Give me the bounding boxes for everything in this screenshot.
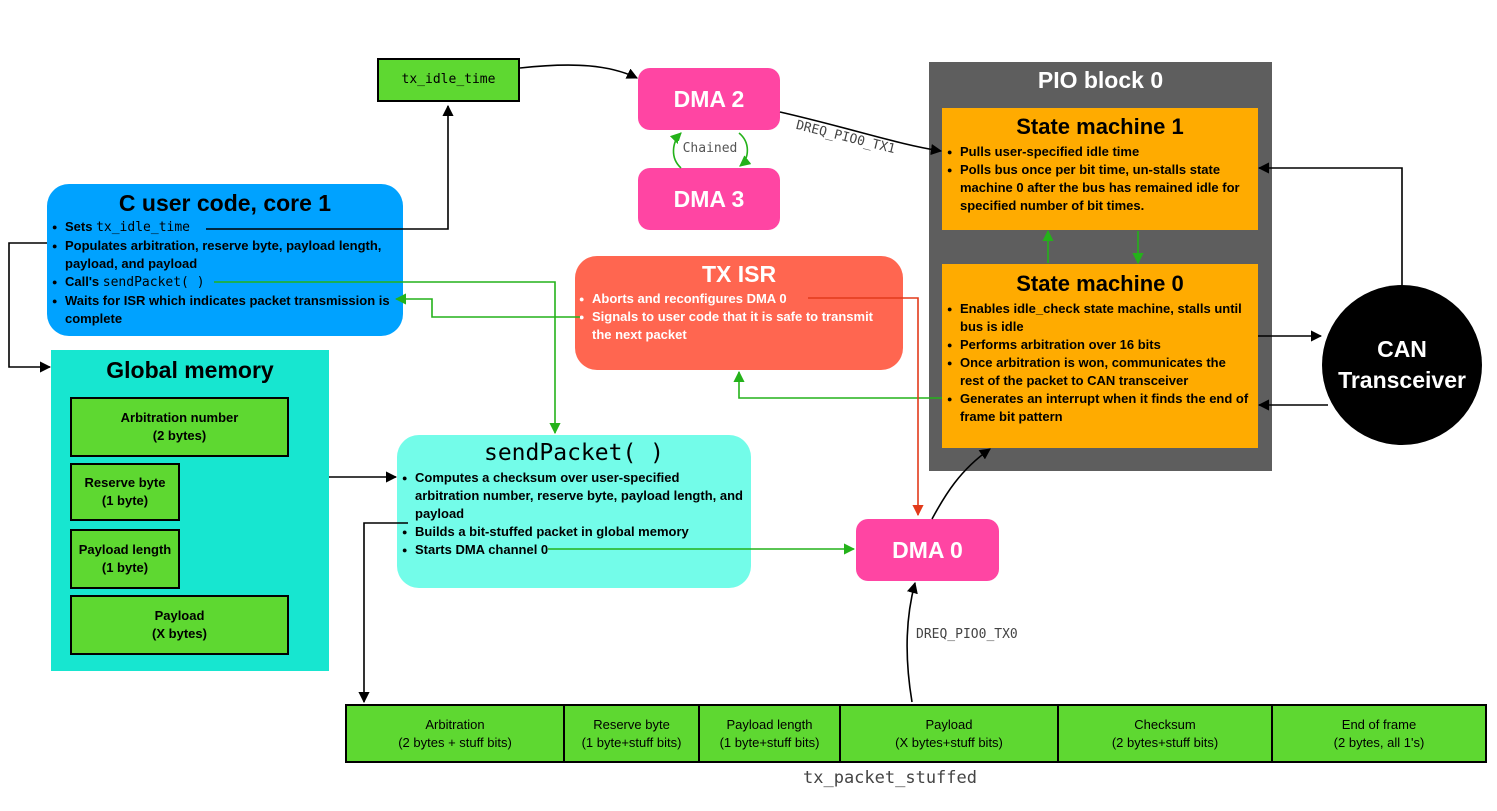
user-code-item: Waits for ISR which indicates packet tra… xyxy=(52,292,397,328)
dma3-box: DMA 3 xyxy=(638,168,780,230)
send-packet-item: Builds a bit-stuffed packet in global me… xyxy=(402,523,745,541)
can-label-line1: CAN xyxy=(1377,336,1427,362)
state-machine-1: State machine 1 Pulls user-specified idl… xyxy=(942,108,1258,230)
user-code-title: C user code, core 1 xyxy=(118,190,332,216)
field-line2: (1 byte+stuff bits) xyxy=(581,734,682,750)
tx-isr-item: Aborts and reconfigures DMA 0 xyxy=(579,290,895,308)
user-code-item: Populates arbitration, reserve byte, pay… xyxy=(52,237,397,273)
item-text: Sets xyxy=(65,219,97,234)
user-code-item: Call's sendPacket( ) xyxy=(52,273,397,292)
user-code-item: Sets tx_idle_time xyxy=(52,218,397,237)
item-code: sendPacket( ) xyxy=(102,275,205,290)
dma2-box: DMA 2 xyxy=(638,68,780,130)
memory-field-payload: Payload (X bytes) xyxy=(70,595,289,655)
sm0-item: Enables idle_check state machine, stalls… xyxy=(947,300,1250,336)
item-text: Call's xyxy=(65,274,103,289)
dma2-label: DMA 2 xyxy=(673,85,745,112)
state-machine-0-list: Enables idle_check state machine, stalls… xyxy=(947,300,1250,426)
packet-caption: tx_packet_stuffed xyxy=(803,768,977,788)
packet-field-checksum: Checksum (2 bytes+stuff bits) xyxy=(1059,706,1273,761)
send-packet-title: sendPacket( ) xyxy=(483,440,664,466)
field-line1: Payload length xyxy=(726,716,813,732)
field-line1: Payload length xyxy=(78,542,172,557)
arrow-user-to-memory xyxy=(8,242,52,373)
field-line1: End of frame xyxy=(1341,716,1417,732)
field-line1: Payload xyxy=(154,608,205,623)
memory-field-payload-length: Payload length (1 byte) xyxy=(70,529,180,589)
item-code: tx_idle_time xyxy=(96,220,190,235)
field-line1: Reserve byte xyxy=(593,716,670,732)
arrow-can-to-sm1 xyxy=(1257,162,1403,285)
can-transceiver: CAN Transceiver xyxy=(1322,285,1482,445)
field-line2: (1 byte+stuff bits) xyxy=(719,734,820,750)
sm1-item: Polls bus once per bit time, un-stalls s… xyxy=(947,161,1250,215)
tx-idle-time-box: tx_idle_time xyxy=(377,58,520,102)
dreq-tx1-label: DREQ_PIO0_TX1 xyxy=(794,118,897,158)
memory-field-arbitration: Arbitration number (2 bytes) xyxy=(70,397,289,457)
field-line1: Arbitration xyxy=(425,716,485,732)
field-line1: Reserve byte xyxy=(84,475,166,490)
pio-block-title: PIO block 0 xyxy=(1037,67,1164,93)
field-line2: (X bytes) xyxy=(152,626,207,641)
user-code-box: C user code, core 1 Sets tx_idle_time Po… xyxy=(47,184,403,336)
arrow-idle-to-dma2 xyxy=(519,64,639,79)
packet-field-arbitration: Arbitration (2 bytes + stuff bits) xyxy=(347,706,565,761)
sm0-item: Once arbitration is won, communicates th… xyxy=(947,354,1250,390)
send-packet-box: sendPacket( ) Computes a checksum over u… xyxy=(397,435,751,588)
arrow-packet-to-dma0 xyxy=(906,581,918,703)
sm0-item: Generates an interrupt when it finds the… xyxy=(947,390,1250,426)
user-code-list: Sets tx_idle_time Populates arbitration,… xyxy=(52,218,397,328)
state-machine-1-title: State machine 1 xyxy=(1016,114,1184,139)
tx-isr-item: Signals to user code that it is safe to … xyxy=(579,308,895,344)
packet-field-end-of-frame: End of frame (2 bytes, all 1's) xyxy=(1273,706,1485,761)
field-line1: Payload xyxy=(925,716,973,732)
field-line2: (2 bytes) xyxy=(152,428,207,443)
chained-label: Chained xyxy=(678,141,742,159)
send-packet-item: Starts DMA channel 0 xyxy=(402,541,745,559)
field-line2: (1 byte) xyxy=(101,493,149,508)
field-line1: Arbitration number xyxy=(120,410,239,425)
tx-isr-box: TX ISR Aborts and reconfigures DMA 0 Sig… xyxy=(575,256,903,370)
state-machine-1-list: Pulls user-specified idle time Polls bus… xyxy=(947,143,1250,215)
field-line2: (2 bytes+stuff bits) xyxy=(1111,734,1219,750)
state-machine-0: State machine 0 Enables idle_check state… xyxy=(942,264,1258,448)
packet-field-reserve: Reserve byte (1 byte+stuff bits) xyxy=(565,706,700,761)
packet-field-payload: Payload (X bytes+stuff bits) xyxy=(841,706,1059,761)
sm1-item: Pulls user-specified idle time xyxy=(947,143,1250,161)
tx-isr-list: Aborts and reconfigures DMA 0 Signals to… xyxy=(579,290,895,344)
arrow-isr-to-user xyxy=(394,293,580,318)
dma3-label: DMA 3 xyxy=(673,185,745,212)
global-memory-title: Global memory xyxy=(106,357,274,383)
packet-field-payload-length: Payload length (1 byte+stuff bits) xyxy=(700,706,841,761)
dreq-tx0-label: DREQ_PIO0_TX0 xyxy=(916,627,1018,642)
can-label-line2: Transceiver xyxy=(1338,367,1466,393)
send-packet-item: Computes a checksum over user-specified … xyxy=(402,469,745,523)
dma0-label: DMA 0 xyxy=(892,536,963,563)
field-line2: (1 byte) xyxy=(101,560,149,575)
field-line2: (2 bytes + stuff bits) xyxy=(398,734,512,750)
tx-isr-title: TX ISR xyxy=(701,261,777,287)
tx-idle-time-label: tx_idle_time xyxy=(401,72,496,87)
send-packet-list: Computes a checksum over user-specified … xyxy=(402,469,745,559)
field-line2: (X bytes+stuff bits) xyxy=(895,734,1003,750)
dma0-box: DMA 0 xyxy=(856,519,999,581)
sm0-item: Performs arbitration over 16 bits xyxy=(947,336,1250,354)
packet-strip: Arbitration (2 bytes + stuff bits) Reser… xyxy=(345,704,1487,763)
field-line1: Checksum xyxy=(1134,716,1196,732)
memory-field-reserve: Reserve byte (1 byte) xyxy=(70,463,180,521)
arrow-sm0-to-isr xyxy=(733,370,942,399)
field-line2: (2 bytes, all 1's) xyxy=(1333,734,1425,750)
state-machine-0-title: State machine 0 xyxy=(1016,271,1184,296)
